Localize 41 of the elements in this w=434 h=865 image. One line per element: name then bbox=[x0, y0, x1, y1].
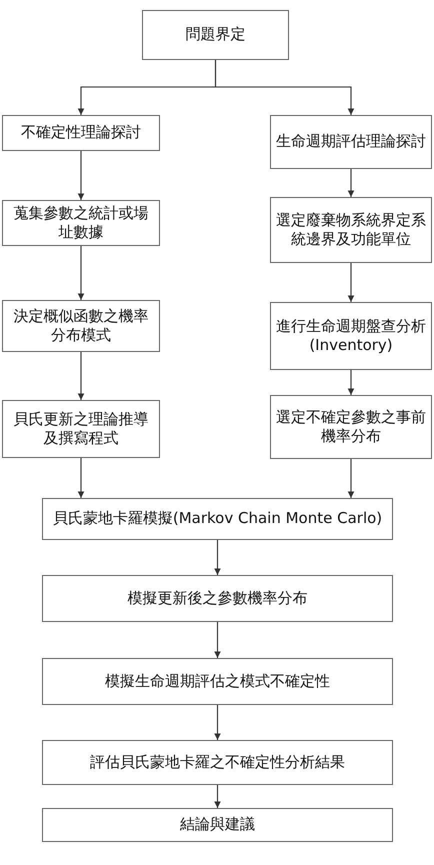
step-text: 結論與建議 bbox=[180, 815, 255, 835]
step-text: 進行生命週期盤查分析(Inventory) bbox=[275, 316, 427, 356]
process-box bbox=[2, 200, 160, 246]
process-box bbox=[42, 658, 393, 705]
process-box bbox=[2, 400, 160, 458]
arrow bbox=[214, 622, 221, 658]
step-text: 決定概似函數之機率分布模式 bbox=[12, 306, 150, 346]
arrow bbox=[214, 540, 221, 575]
arrow bbox=[78, 458, 84, 498]
process-box bbox=[142, 10, 289, 60]
process-box bbox=[42, 498, 393, 540]
arrow bbox=[348, 169, 354, 197]
step-text: 貝氏更新之理論推導及撰寫程式 bbox=[12, 410, 150, 448]
arrow bbox=[214, 785, 221, 808]
arrow bbox=[214, 60, 354, 115]
arrow bbox=[348, 370, 354, 395]
step-text: 不確定性理論探討 bbox=[21, 123, 141, 143]
process-box bbox=[270, 115, 432, 169]
process-box bbox=[270, 197, 432, 263]
step-text: 模擬生命週期評估之模式不確定性 bbox=[105, 672, 330, 692]
step-text: 問題界定 bbox=[186, 25, 246, 45]
arrow bbox=[78, 246, 84, 300]
process-box bbox=[2, 300, 160, 352]
arrow bbox=[78, 352, 84, 400]
step-text: 選定不確定參數之事前機率分布 bbox=[275, 408, 427, 446]
step-text: 評估貝氏蒙地卡羅之不確定性分析結果 bbox=[90, 752, 345, 772]
arrow bbox=[214, 705, 221, 740]
step-text: 生命週期評估理論探討 bbox=[276, 132, 426, 152]
arrow bbox=[78, 151, 84, 200]
process-box bbox=[270, 395, 432, 459]
process-box bbox=[270, 302, 432, 370]
step-text: 貝氏蒙地卡羅模擬(Markov Chain Monte Carlo) bbox=[52, 509, 382, 529]
process-box bbox=[42, 808, 393, 842]
step-text: 模擬更新後之參數機率分布 bbox=[128, 588, 308, 608]
process-box bbox=[42, 740, 393, 785]
step-text: 蒐集參數之統計或場址數據 bbox=[12, 204, 150, 242]
process-box bbox=[42, 575, 393, 622]
process-box bbox=[2, 115, 160, 151]
arrow bbox=[348, 263, 354, 302]
step-text: 選定廢棄物系統界定系統邊界及功能單位 bbox=[275, 210, 427, 250]
arrow bbox=[348, 459, 354, 498]
